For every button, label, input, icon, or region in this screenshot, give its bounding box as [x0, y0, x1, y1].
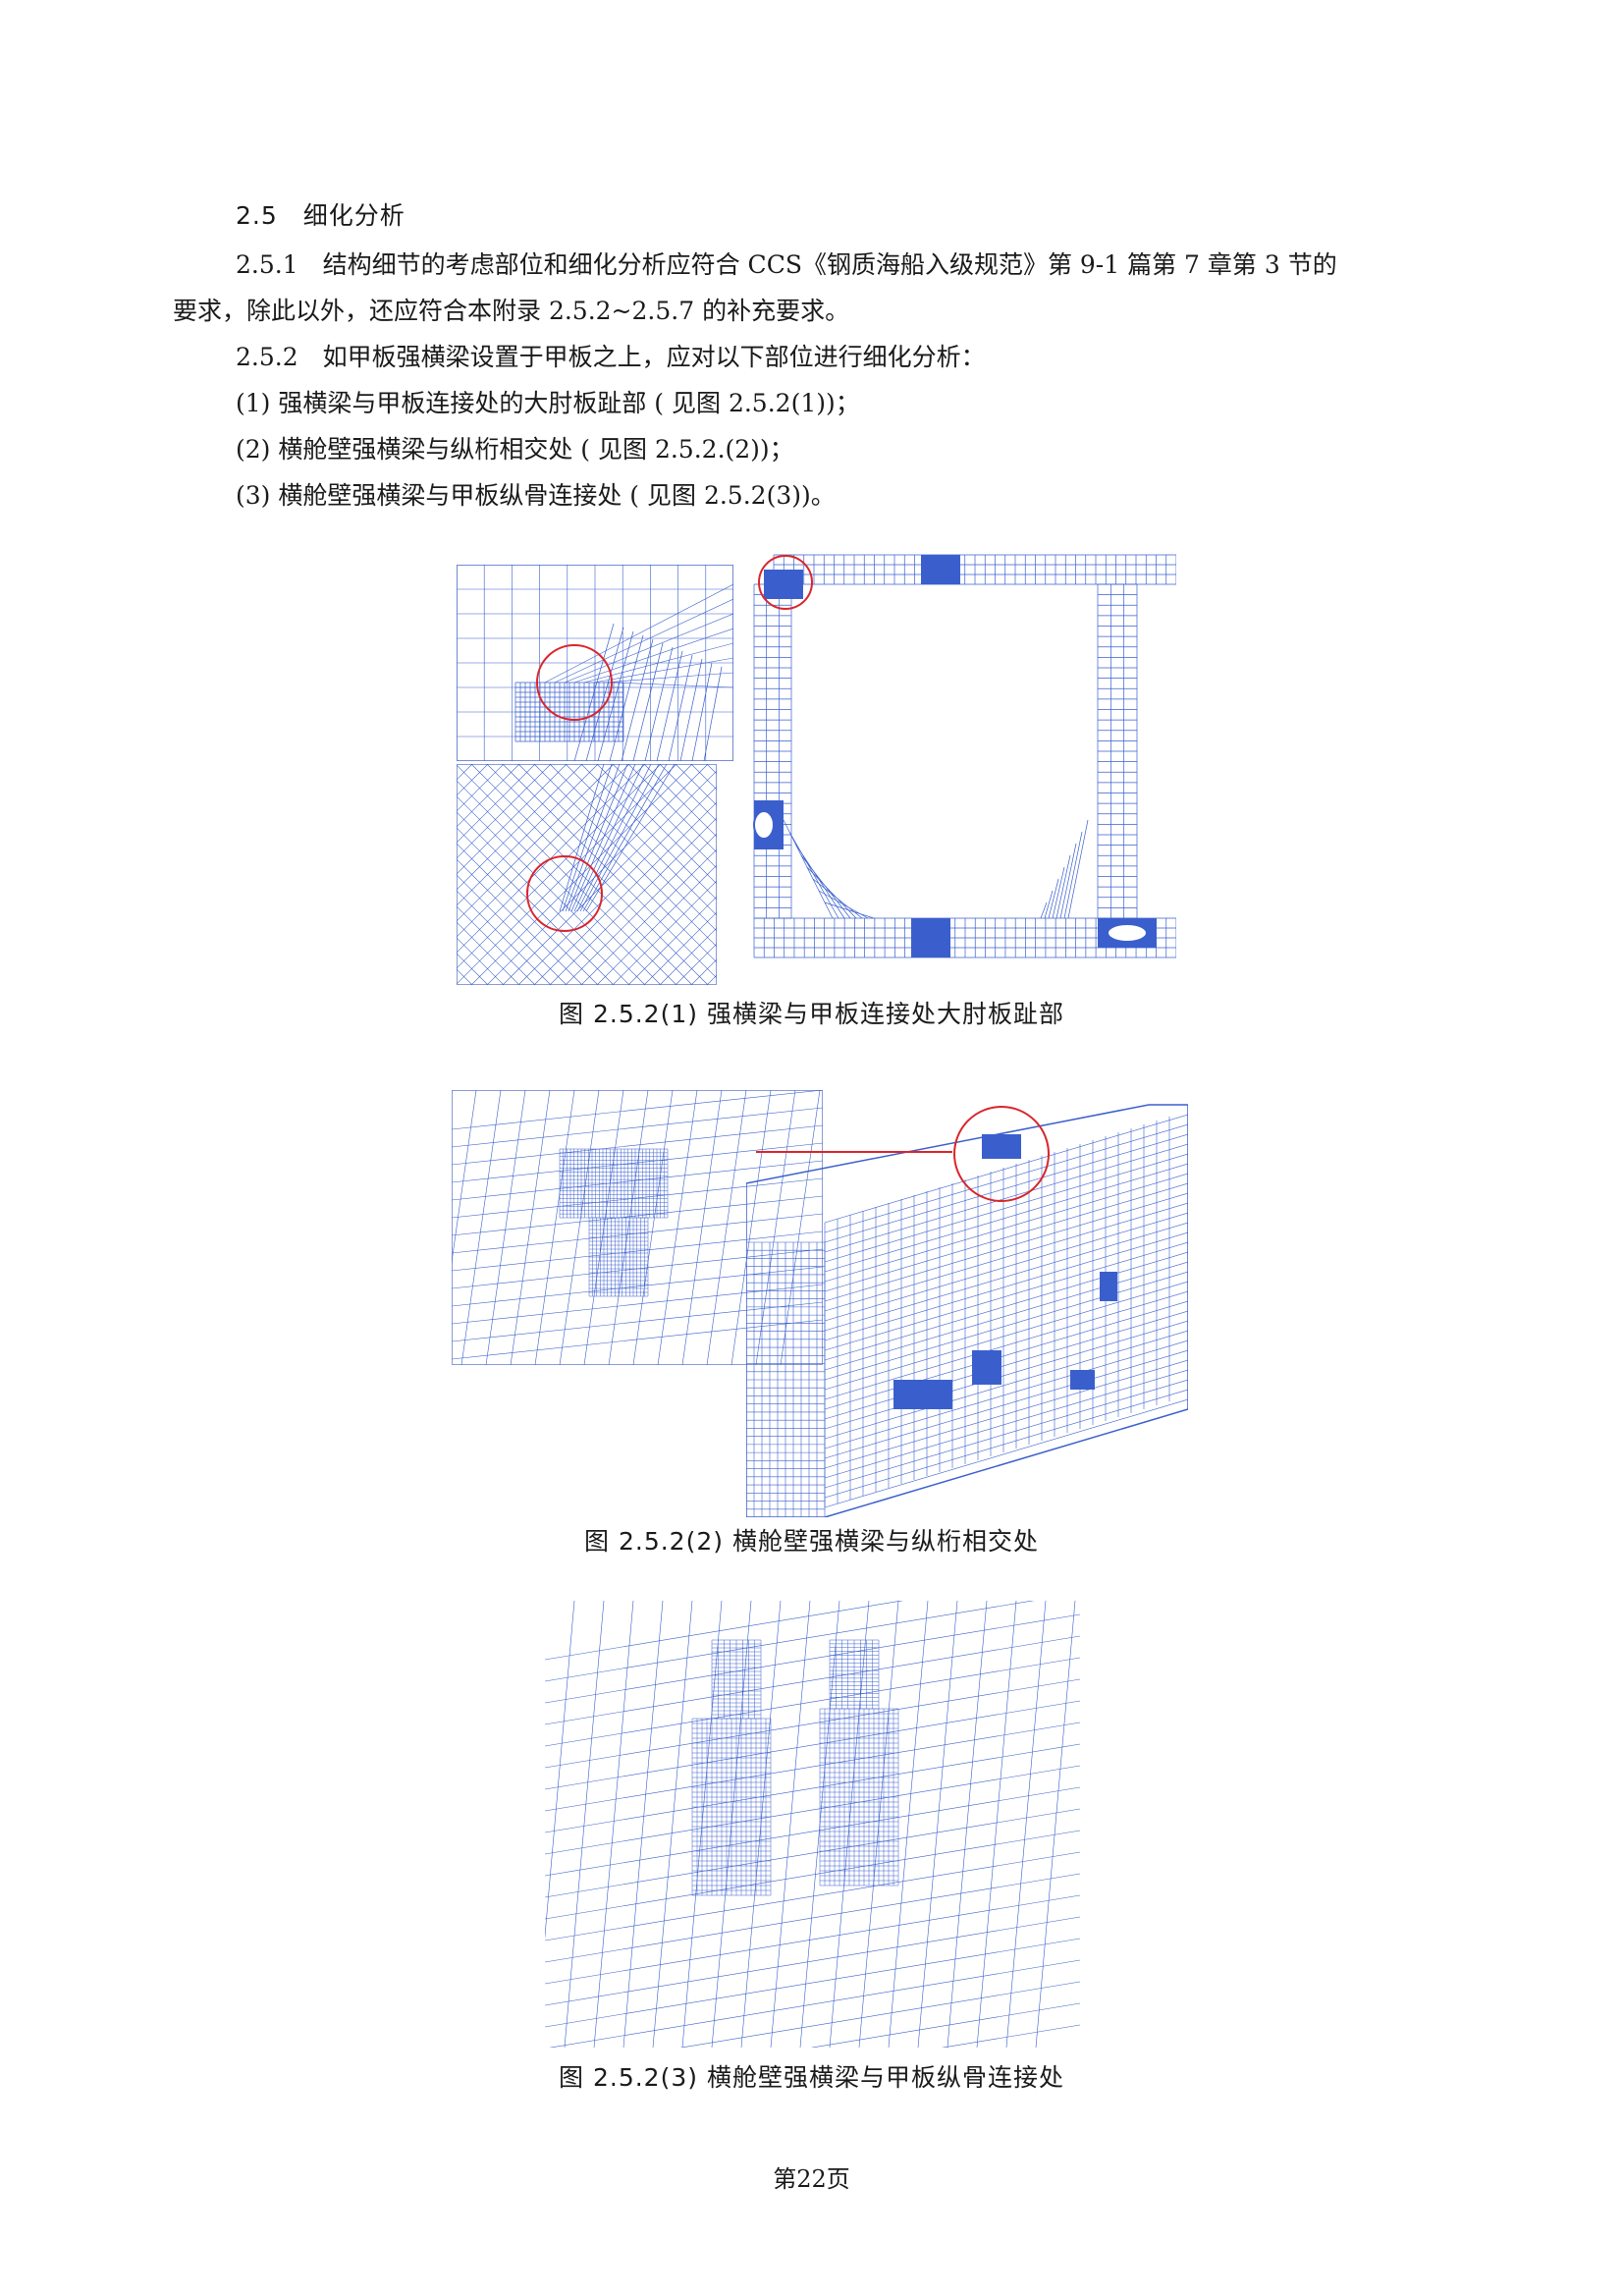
paragraph-2-5-1-line-1: 2.5.1 结构细节的考虑部位和细化分析应符合 CCS《钢质海船入级规范》第 9…	[236, 250, 1337, 279]
paragraph-2-5-2: 2.5.2 如甲板强横梁设置于甲板之上，应对以下部位进行细化分析：	[236, 343, 986, 371]
figure-2-caption: 图 2.5.2(2) 横舱壁强横梁与纵桁相交处	[584, 1527, 1039, 1556]
figure-1-detail-top	[457, 565, 733, 761]
figure-1-detail-bottom	[457, 764, 717, 985]
figure-2-bulkhead	[746, 1104, 1188, 1517]
page-number: 第22页	[773, 2165, 850, 2193]
figure-1-section-frame	[753, 554, 1176, 958]
list-item: (3) 横舱壁强横梁与甲板纵骨连接处 ( 见图 2.5.2(3))。	[236, 481, 836, 510]
figure-2-detail	[452, 1090, 823, 1365]
figure-3-connection	[545, 1601, 1080, 2048]
paragraph-2-5-1-line-2: 要求，除此以外，还应符合本附录 2.5.2~2.5.7 的补充要求。	[173, 297, 850, 325]
figure-3-caption: 图 2.5.2(3) 横舱壁强横梁与甲板纵骨连接处	[559, 2063, 1064, 2092]
section-heading: 2.5 细化分析	[236, 201, 406, 230]
list-item: (2) 横舱壁强横梁与纵桁相交处 ( 见图 2.5.2.(2))；	[236, 435, 794, 464]
figure-1-caption: 图 2.5.2(1) 强横梁与甲板连接处大肘板趾部	[559, 1000, 1064, 1028]
list-item: (1) 强横梁与甲板连接处的大肘板趾部 ( 见图 2.5.2(1))；	[236, 389, 860, 417]
figure-2-connector-line	[756, 1151, 952, 1153]
